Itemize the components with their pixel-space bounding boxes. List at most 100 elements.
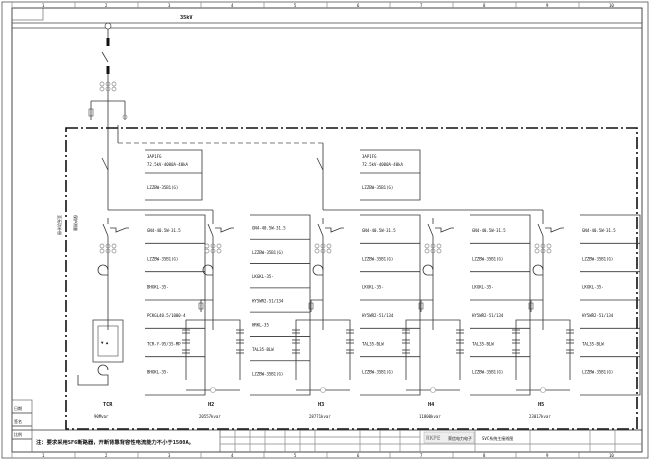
column-number: 8 bbox=[483, 453, 486, 458]
equipment-model: GN4-40.5W-31.5 bbox=[147, 228, 181, 233]
logo-text: RKPE bbox=[426, 435, 441, 442]
equipment-model: HY5WR2-51/134 bbox=[472, 313, 504, 318]
arrester-icon bbox=[420, 299, 433, 312]
capacitor-bank-icon bbox=[185, 319, 241, 380]
column-number: 6 bbox=[357, 453, 360, 458]
feeder-name: TCR bbox=[103, 402, 113, 408]
capacitor-bank-icon bbox=[515, 319, 571, 380]
company-name: 荣信电力电子 bbox=[448, 435, 472, 441]
equipment-model: LZZBW-35B1(G) bbox=[362, 256, 393, 261]
equipment-model: BHGKL-35- bbox=[147, 285, 169, 290]
incomer-box-1: 3AP1FG 72.5kV-4000A-40kA LZZBW-35B1(G) bbox=[145, 149, 203, 201]
column-number: 3 bbox=[168, 3, 171, 8]
arrester-icon bbox=[530, 299, 543, 312]
earth-switch-icon bbox=[545, 227, 564, 233]
ct-model: LZZBW-35B1(G) bbox=[362, 185, 393, 190]
drawing-title: SVC系统主接线图 bbox=[482, 435, 513, 441]
design-note: 注：要求采用SF6断路器，开断背靠背容性电流能力不小于1500A。 bbox=[36, 438, 194, 446]
equipment-model: LKGKL-35- bbox=[252, 274, 274, 279]
left-mark: 比例 bbox=[14, 431, 22, 437]
equipment-model: HY5WR2-51/134 bbox=[362, 313, 394, 318]
equipment-model: LZZBW-35B1(G) bbox=[252, 371, 283, 376]
column-number: 1 bbox=[42, 3, 45, 8]
equipment-model: HY5WR2-51/134 bbox=[582, 313, 614, 318]
ct-model: LZZBW-35B1(G) bbox=[147, 185, 178, 190]
feeder-h5: GN4-40.5W-31.5LZZBW-35B1(G)LKGKL-35-HY5W… bbox=[512, 210, 641, 419]
equipment-model: PCKGL40.5/1000-4 bbox=[147, 313, 186, 318]
column-number: 5 bbox=[294, 3, 297, 8]
svc-boundary bbox=[65, 127, 638, 430]
arrester-icon bbox=[310, 299, 323, 312]
reactor-icon bbox=[77, 364, 109, 386]
capacitor-bank-icon bbox=[295, 319, 351, 380]
top-left-label-box bbox=[11, 7, 44, 21]
reactor-icon bbox=[532, 264, 544, 276]
equipment-model: GN4-40.5W-31.5 bbox=[362, 228, 396, 233]
equipment-model: LZZBW-35B1(G) bbox=[362, 370, 393, 375]
equipment-model: LZZBW-35B1(G) bbox=[472, 370, 503, 375]
thyristor-valve-icon bbox=[92, 319, 124, 363]
equipment-model: LZZBW-35B1(G) bbox=[582, 256, 613, 261]
feeder-rating: 90Mvar bbox=[94, 414, 109, 419]
feeder-rating: 23017kvar bbox=[529, 414, 551, 419]
column-number: 5 bbox=[294, 453, 297, 458]
column-number: 7 bbox=[420, 3, 423, 8]
column-number: 2 bbox=[105, 3, 108, 8]
breaker-rating: 72.5kV-4000A-40kA bbox=[362, 162, 404, 167]
column-number: 10 bbox=[609, 3, 614, 8]
column-number: 9 bbox=[546, 453, 549, 458]
column-number: 4 bbox=[231, 3, 234, 8]
column-number: 1 bbox=[42, 453, 45, 458]
feeder-rating: 11800kvar bbox=[419, 414, 441, 419]
svg-text:▼ ▲: ▼ ▲ bbox=[101, 340, 109, 345]
breaker-rating: 72.5kV-4000A-40kA bbox=[147, 162, 189, 167]
bus-voltage-label: 35kV bbox=[180, 15, 193, 21]
title-block: 日期 签名 比例 RKPE 荣信电力电子 SVC系统主接线图 bbox=[11, 399, 643, 453]
reactor-icon bbox=[202, 264, 214, 276]
equipment-model: HRKL-35 bbox=[252, 323, 269, 328]
reactor-icon bbox=[97, 264, 109, 276]
equipment-model: BHGKL-35- bbox=[147, 370, 169, 375]
capacitor-bank-icon bbox=[405, 319, 461, 380]
equipment-model: TAL35-BLW bbox=[362, 341, 384, 346]
column-number: 2 bbox=[105, 453, 108, 458]
equipment-model: HY5WR2-51/134 bbox=[252, 298, 284, 303]
feeder-name: H2 bbox=[208, 402, 214, 408]
equipment-model: LKGKL-35- bbox=[582, 285, 604, 290]
column-number: 9 bbox=[546, 3, 549, 8]
equipment-model: LZZBW-35B1(G) bbox=[252, 250, 283, 255]
column-number: 6 bbox=[357, 3, 360, 8]
equipment-model: TAL35-BLW bbox=[252, 347, 274, 352]
equipment-model: LKGKL-35- bbox=[362, 285, 384, 290]
arrester-icon bbox=[200, 299, 213, 312]
equipment-model: LKGKL-35- bbox=[472, 285, 494, 290]
feeder-rating: 20557kvar bbox=[199, 414, 221, 419]
earth-switch-icon bbox=[110, 227, 129, 233]
equipment-model: TAL35-BLW bbox=[472, 341, 494, 346]
column-number: 3 bbox=[168, 453, 171, 458]
equipment-model: LZZBW-35B1(G) bbox=[472, 256, 503, 261]
feeder-h4: GN4-40.5W-31.5LZZBW-35B1(G)LKGKL-35-HY5W… bbox=[402, 214, 531, 419]
column-number: 7 bbox=[420, 453, 423, 458]
equipment-model: LZZBW-35B1(G) bbox=[147, 256, 178, 261]
company-logo bbox=[423, 431, 475, 444]
side-label-2: 保护测量 bbox=[73, 215, 79, 231]
earth-switch-icon bbox=[435, 227, 454, 233]
earth-switch-icon bbox=[325, 227, 344, 233]
feeder-name: H4 bbox=[428, 402, 434, 408]
reactor-icon bbox=[312, 264, 324, 276]
feeder-rating: 28771kvar bbox=[309, 414, 331, 419]
column-number: 4 bbox=[231, 453, 234, 458]
column-number: 10 bbox=[609, 453, 614, 458]
equipment-model: GN4-40.5W-31.5 bbox=[252, 226, 286, 231]
breaker-model: 3AP1FG bbox=[147, 154, 162, 159]
equipment-model: LZZBW-35B1(G) bbox=[582, 370, 613, 375]
incomer-branch bbox=[88, 22, 324, 210]
side-label-1: 至无功补偿 bbox=[57, 215, 63, 235]
